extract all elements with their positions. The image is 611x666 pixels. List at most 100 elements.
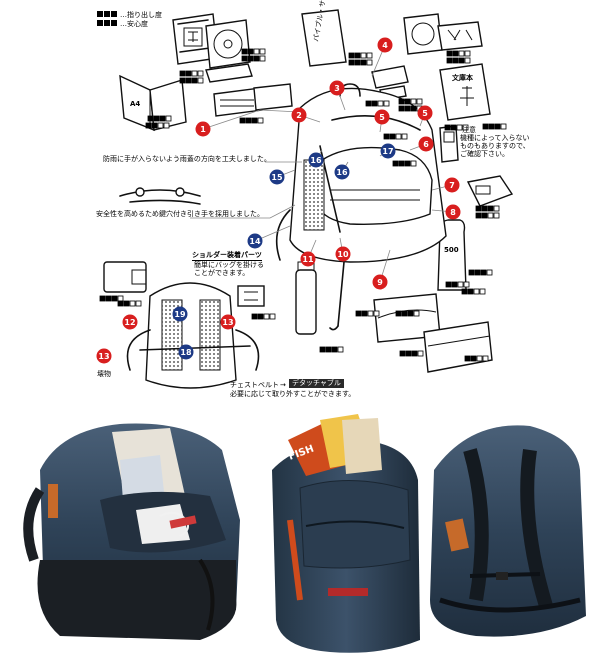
rating-box-5 — [446, 57, 471, 64]
badge-red-12: 12 — [122, 314, 138, 330]
badge-red-13: 13 — [220, 314, 236, 330]
svg-text:11: 11 — [302, 255, 314, 264]
svg-text:13: 13 — [222, 318, 233, 327]
badge-red-0: 1 — [195, 121, 211, 137]
badge-red-8: 8 — [445, 204, 461, 220]
zipper-pulls-note: 安全性を高めるため鍵穴付き引き手を採用しました。 — [96, 210, 264, 218]
legend-text-2: …安心度 — [120, 19, 148, 28]
chest-belt-label: チェストベルト — [230, 381, 279, 389]
notebook-icon: A4 — [119, 74, 187, 132]
rating-box-21 — [99, 295, 124, 302]
svg-text:16: 16 — [310, 156, 322, 165]
svg-text:15: 15 — [271, 173, 283, 182]
badge-blue-2: 16 — [308, 152, 324, 168]
shoulder-parts-title: ショルダー装着パーツ — [192, 251, 262, 261]
rating-box-30 — [365, 100, 390, 107]
models-note-2: ものもありますので、 — [460, 142, 530, 150]
shoulder-parts-body-1: 簡単にバッグを掛ける — [194, 261, 264, 269]
svg-text:5: 5 — [422, 109, 428, 118]
legend: …指り出し度 …安心度 — [97, 10, 162, 28]
svg-text:5: 5 — [379, 113, 385, 122]
svg-text:16: 16 — [336, 168, 348, 177]
rating-box-13 — [468, 269, 493, 276]
rating-box-23 — [147, 115, 172, 122]
fragile-label: 壊物 — [97, 370, 111, 378]
svg-text:18: 18 — [180, 348, 192, 357]
rating-boxes — [99, 48, 507, 362]
rating-box-25 — [239, 117, 264, 124]
chest-belt-body: 必要に応じて取り外すことができます。 — [230, 390, 356, 398]
badge-blue-5: 18 — [178, 344, 194, 360]
rating-box-1 — [241, 55, 266, 62]
umbrella-icon — [329, 261, 345, 331]
rating-box-20 — [251, 313, 276, 320]
notebook-text: A4 — [130, 100, 140, 108]
svg-text:6: 6 — [423, 140, 429, 149]
rating-box-19 — [319, 346, 344, 353]
badge-blue-1: 15 — [269, 169, 285, 185]
cd-case-icon — [403, 13, 483, 55]
legend-row-1: …指り出し度 — [97, 10, 162, 19]
buckle-icon — [237, 285, 265, 307]
svg-text:3: 3 — [334, 84, 340, 93]
legend-text-1: …指り出し度 — [120, 10, 162, 19]
badge-red-11: 11 — [300, 251, 316, 267]
zipper-pull-icon — [119, 187, 201, 205]
models-note-head: 注意 — [462, 126, 476, 134]
rating-box-16 — [464, 355, 489, 362]
photo-backpack-front: FISH — [272, 414, 420, 653]
book-right-icon: 文庫本 — [439, 63, 491, 121]
svg-text:12: 12 — [124, 318, 135, 327]
rain-cover-note: 防雨に手が入らないよう雨蓋の方向を工夫しました。 — [103, 155, 271, 163]
badge-red-14: 13 — [96, 348, 112, 364]
rating-box-22 — [117, 300, 142, 307]
rating-box-3 — [348, 59, 373, 66]
svg-text:8: 8 — [450, 208, 456, 217]
svg-text:19: 19 — [174, 310, 186, 319]
legend-row-2: …安心度 — [97, 19, 148, 28]
shoulder-parts-body-2: ことができます。 — [194, 269, 250, 277]
rating-box-6 — [398, 98, 423, 105]
rating-box-12 — [445, 281, 470, 288]
chest-belt-arrow: → — [280, 381, 286, 389]
photo-backpack-back — [430, 425, 586, 637]
rating-box-26 — [179, 70, 204, 77]
rating-box-18 — [355, 310, 380, 317]
rating-box-14 — [461, 288, 486, 295]
badge-red-1: 2 — [291, 107, 307, 123]
badge-blue-0: 14 — [247, 233, 263, 249]
planner-icon — [213, 83, 293, 117]
svg-text:7: 7 — [449, 181, 455, 190]
svg-text:1: 1 — [200, 125, 206, 134]
wallet-icon — [103, 261, 147, 293]
svg-text:9: 9 — [377, 278, 383, 287]
rating-box-11 — [482, 123, 507, 130]
badge-blue-3: 16 — [334, 164, 350, 180]
rating-box-4 — [446, 50, 471, 57]
rating-box-10 — [475, 212, 500, 219]
svg-text:2: 2 — [296, 111, 302, 120]
game-device-icon — [466, 175, 514, 207]
rating-box-27 — [179, 77, 204, 84]
badge-red-7: 7 — [444, 177, 460, 193]
detachable-tag: デタッチャブル — [289, 379, 344, 388]
backpack-illustration-icon — [275, 83, 447, 263]
photo-tag — [328, 588, 368, 596]
svg-text:13: 13 — [98, 352, 109, 361]
phone-icon — [439, 125, 459, 163]
rating-box-8 — [444, 124, 469, 131]
rating-box-2 — [348, 52, 373, 59]
bottle-text: 500 — [444, 246, 459, 254]
badge-red-4: 5 — [374, 109, 390, 125]
book-small-icon: パイプル・サイズ — [301, 0, 347, 67]
rating-box-17 — [395, 310, 420, 317]
rating-box-24 — [145, 122, 170, 129]
models-note-3: ご確認下さい。 — [460, 150, 509, 158]
rating-box-29 — [392, 160, 417, 167]
cd-icon — [205, 19, 253, 83]
rating-box-9 — [475, 205, 500, 212]
svg-text:17: 17 — [382, 147, 393, 156]
